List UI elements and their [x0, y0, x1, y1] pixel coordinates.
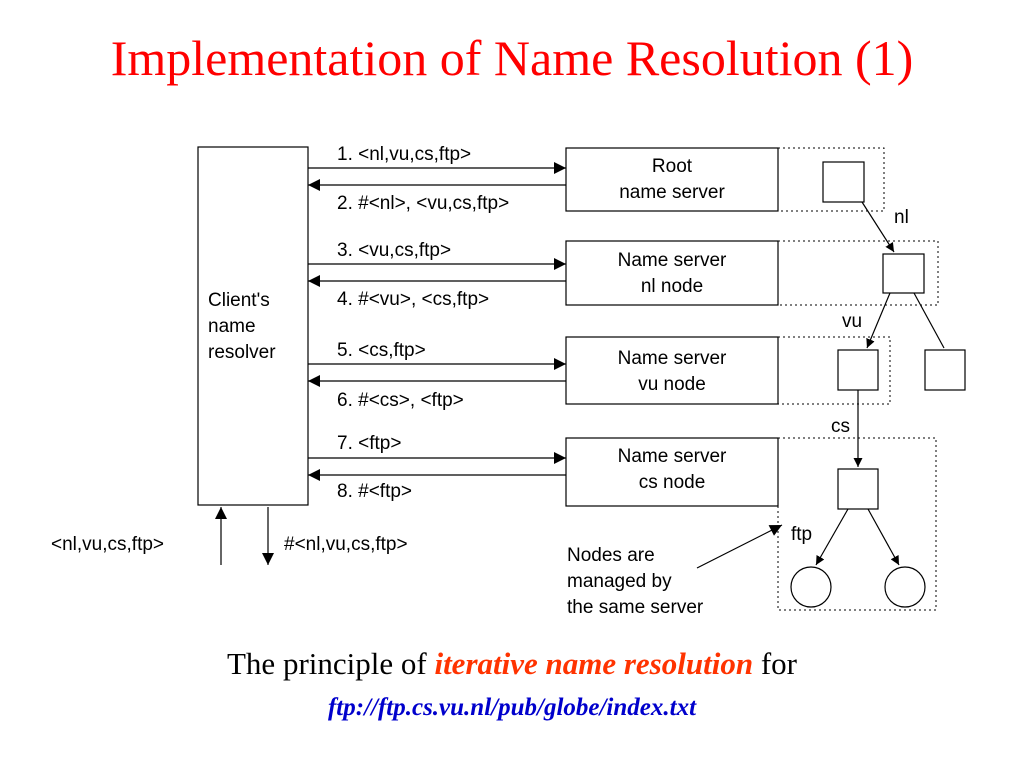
- tree-leaf-ftp: [790, 566, 832, 608]
- edge-label-cs: cs: [831, 416, 850, 437]
- nl-zone-region: [777, 240, 939, 306]
- tree-node-vu: [837, 349, 879, 391]
- cs-server-label-line-1: Name server: [618, 446, 727, 467]
- message-label-7: 7. <ftp>: [337, 433, 401, 454]
- vu-server-label-line-1: Name server: [618, 348, 727, 369]
- cs-server-label-line-2: cs node: [639, 472, 706, 493]
- caption-url: ftp://ftp.cs.vu.nl/pub/globe/index.txt: [327, 694, 697, 721]
- vu-server-label-line-2: vu node: [638, 374, 706, 395]
- vu-name-server-box: [565, 336, 779, 405]
- message-label-8: 8. #<ftp>: [337, 481, 412, 502]
- client-resolver-box: [197, 146, 309, 506]
- note-line-2: managed by: [567, 571, 672, 592]
- client-resolver-label-line-3: resolver: [208, 342, 276, 363]
- client-resolver-label-line-2: name: [208, 316, 256, 337]
- client-input-label: <nl,vu,cs,ftp>: [51, 534, 164, 555]
- root-server-label-line-1: Root: [652, 156, 693, 177]
- nl-server-label-line-1: Name server: [618, 250, 727, 271]
- message-label-2: 2. #<nl>, <vu,cs,ftp>: [337, 193, 509, 214]
- page-title: Implementation of Name Resolution (1): [110, 30, 914, 86]
- tree-node-nl-other: [924, 349, 966, 391]
- message-label-1: 1. <nl,vu,cs,ftp>: [337, 144, 471, 165]
- note-pointer-arrow: [696, 524, 783, 569]
- note-line-3: the same server: [567, 597, 704, 618]
- edge-label-ftp: ftp: [791, 524, 812, 545]
- tree-leaf-cs-other: [884, 566, 926, 608]
- tree-node-cs: [837, 468, 879, 510]
- edge-label-nl: nl: [894, 207, 909, 228]
- tree-edge-nl: [861, 201, 895, 253]
- note-line-1: Nodes are: [567, 545, 655, 566]
- client-resolver-label-line-1: Client's: [208, 290, 270, 311]
- message-label-5: 5. <cs,ftp>: [337, 340, 426, 361]
- message-label-6: 6. #<cs>, <ftp>: [337, 390, 464, 411]
- caption-emphasis: iterative name resolution: [434, 646, 754, 681]
- nl-server-label-line-2: nl node: [641, 276, 703, 297]
- caption-prefix: The principle of: [227, 646, 435, 681]
- message-label-4: 4. #<vu>, <cs,ftp>: [337, 289, 489, 310]
- root-zone-region: [777, 147, 885, 212]
- tree-edge-cs-other: [867, 508, 900, 566]
- message-label-3: 3. <vu,cs,ftp>: [337, 240, 451, 261]
- vu-zone-region: [777, 336, 891, 405]
- tree-node-nl: [882, 253, 925, 294]
- tree-edge-ftp: [815, 508, 849, 566]
- tree-edge-nl-other: [913, 292, 945, 349]
- edge-label-vu: vu: [842, 311, 862, 332]
- tree-edge-vu: [866, 292, 891, 349]
- caption-suffix: for: [753, 646, 797, 681]
- tree-node-root: [822, 161, 865, 203]
- client-output-label: #<nl,vu,cs,ftp>: [284, 534, 408, 555]
- root-server-label-line-2: name server: [619, 182, 725, 203]
- caption: The principle of iterative name resoluti…: [0, 644, 1024, 684]
